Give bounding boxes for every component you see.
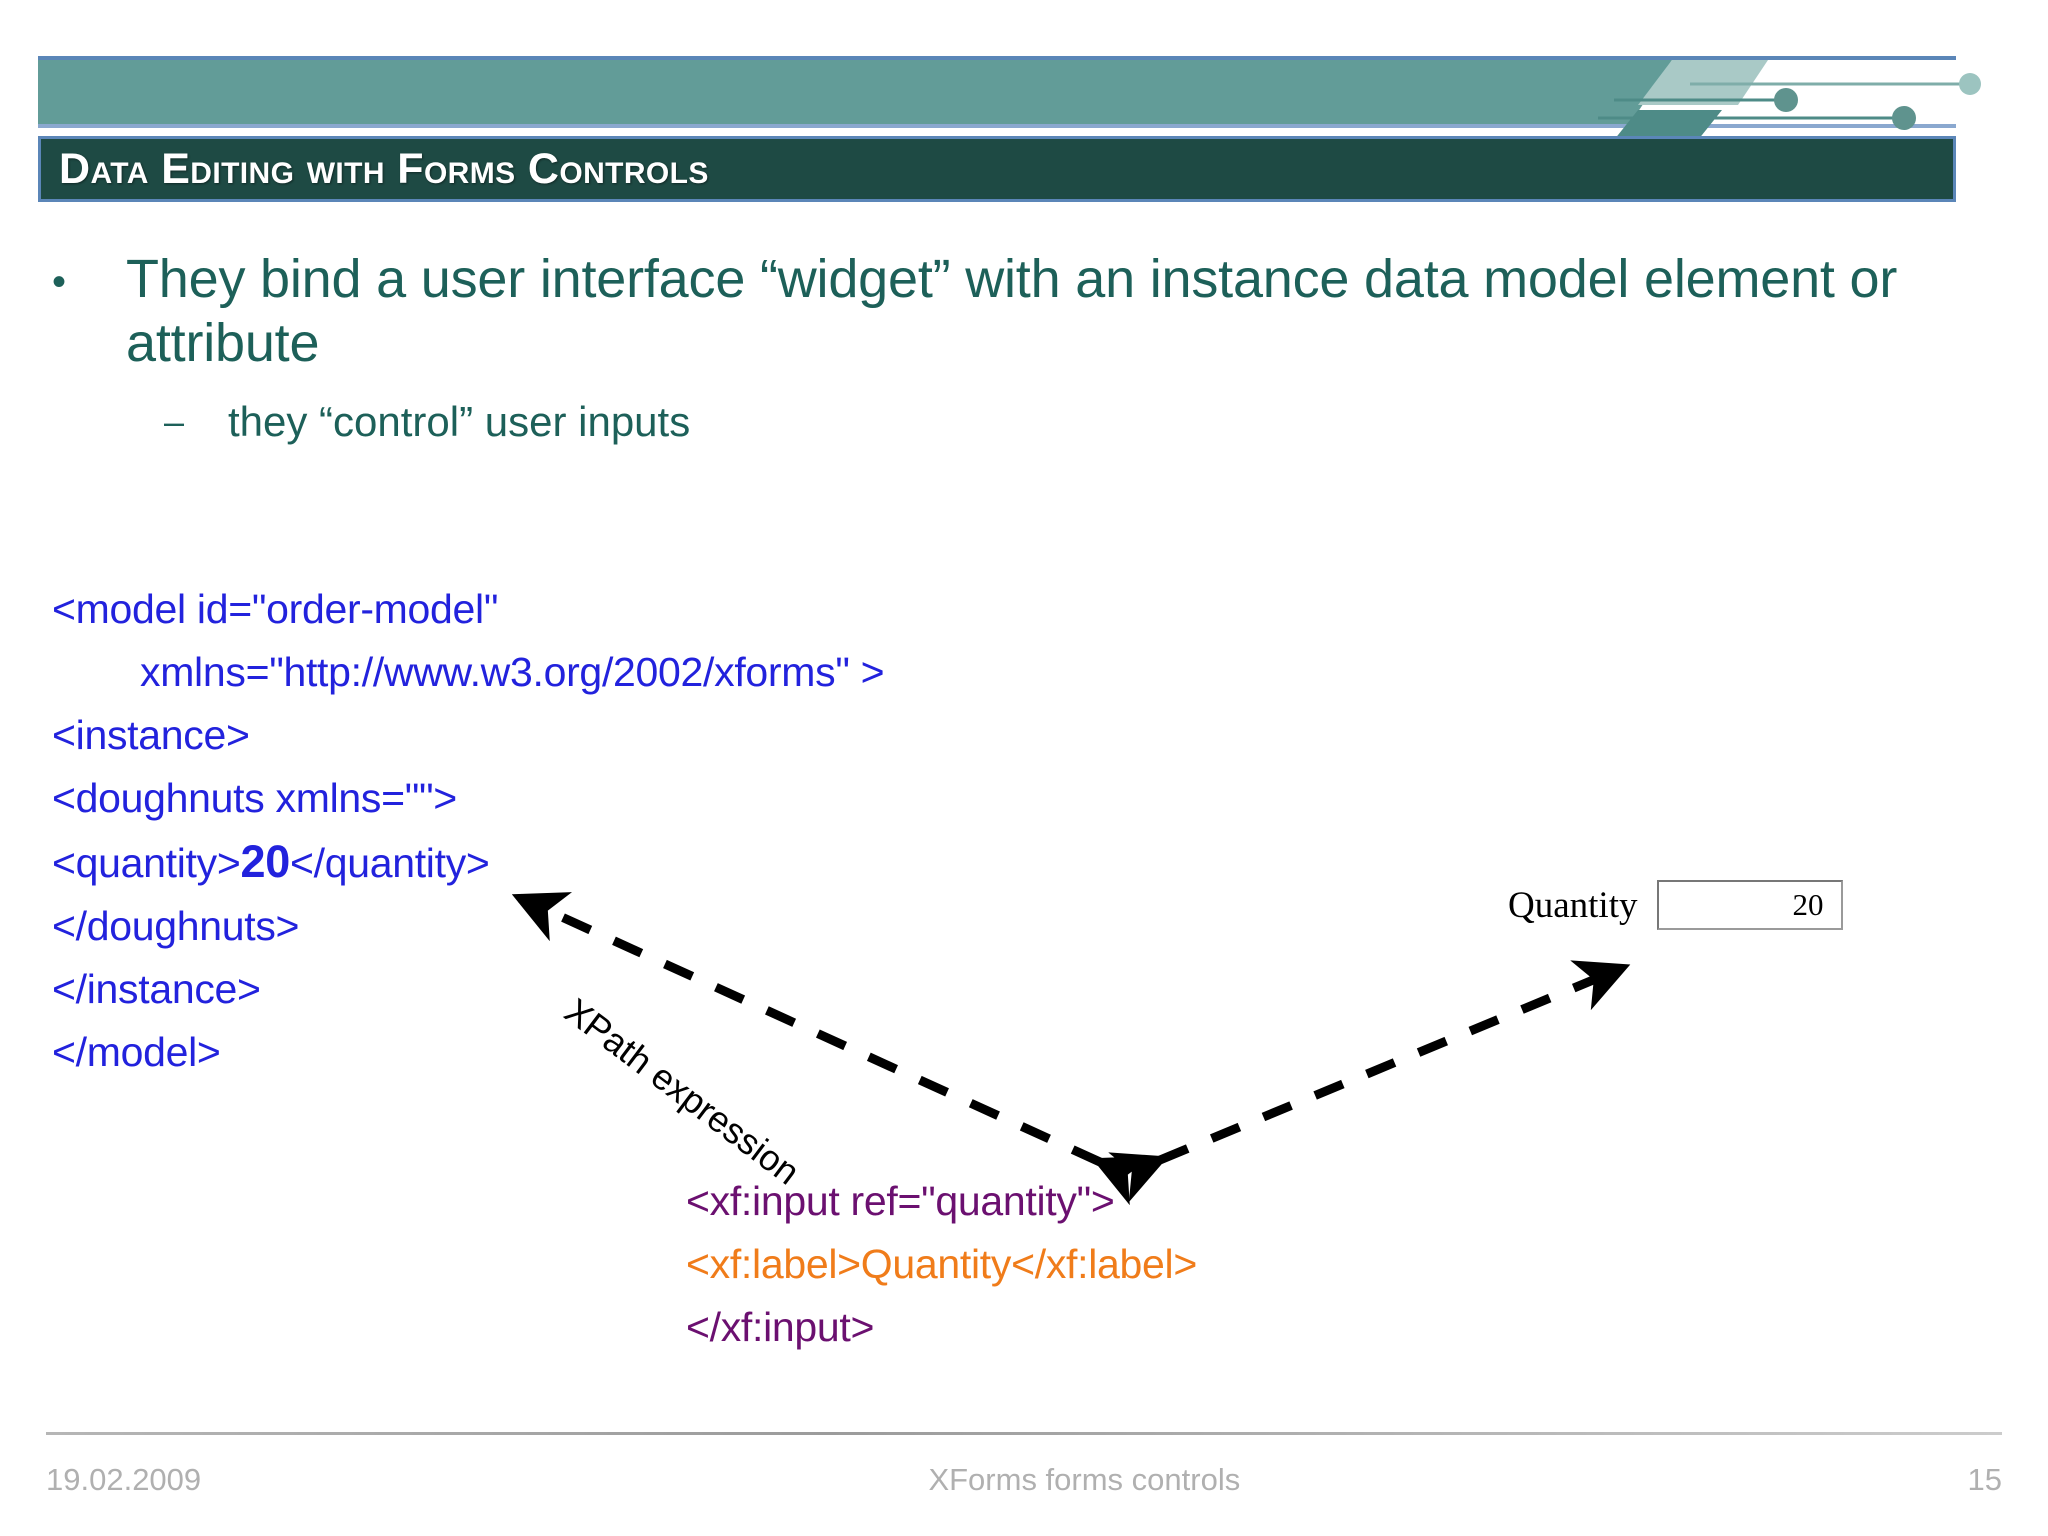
quantity-value: 20: [240, 836, 291, 887]
code-line: </doughnuts>: [52, 903, 300, 949]
code-line: xmlns="http://www.w3.org/2002/xforms" >: [140, 649, 885, 695]
footer: 19.02.2009 XForms forms controls 15: [46, 1462, 2002, 1498]
list-item: – they “control” user inputs: [52, 397, 1962, 447]
dash-marker-icon: –: [164, 401, 185, 443]
code-line: </quantity>: [289, 840, 490, 886]
footer-divider: [46, 1432, 2002, 1435]
quantity-input[interactable]: 20: [1657, 880, 1844, 930]
binding-arrow-right: [1108, 960, 1631, 1203]
code-line: <quantity>: [52, 840, 241, 886]
code-line: <xf:input ref="quantity">: [686, 1178, 1115, 1224]
list-item: • They bind a user interface “widget” wi…: [52, 248, 1962, 375]
code-line: <doughnuts xmlns="">: [52, 775, 457, 821]
code-line: </model>: [52, 1029, 221, 1075]
footer-title: XForms forms controls: [928, 1462, 1241, 1497]
bullet-text: They bind a user interface “widget” with…: [126, 249, 1898, 373]
code-line: <xf:label>Quantity</xf:label>: [686, 1241, 1197, 1287]
footer-date: 19.02.2009: [46, 1462, 202, 1497]
model-code-block: <model id="order-model" xmlns="http://ww…: [52, 578, 885, 1084]
quantity-widget: Quantity 20: [1508, 880, 1844, 930]
code-line: </instance>: [52, 966, 261, 1012]
page-title: Data Editing with Forms Controls: [59, 144, 709, 193]
bullet-list: • They bind a user interface “widget” wi…: [52, 248, 1962, 448]
quantity-input-value: 20: [1792, 887, 1824, 922]
bullet-marker-icon: •: [52, 260, 67, 304]
xforms-code-block: <xf:input ref="quantity"> <xf:label>Quan…: [686, 1170, 1197, 1359]
footer-page-number: 15: [1967, 1462, 2002, 1497]
bullet-text: they “control” user inputs: [228, 398, 691, 446]
code-line: </xf:input>: [686, 1304, 875, 1350]
quantity-label: Quantity: [1508, 884, 1638, 926]
code-line: <instance>: [52, 712, 250, 758]
header-decoration: [38, 56, 1981, 150]
code-line: <model id="order-model": [52, 586, 499, 632]
slide-title-bar: Data Editing with Forms Controls: [38, 136, 1956, 202]
